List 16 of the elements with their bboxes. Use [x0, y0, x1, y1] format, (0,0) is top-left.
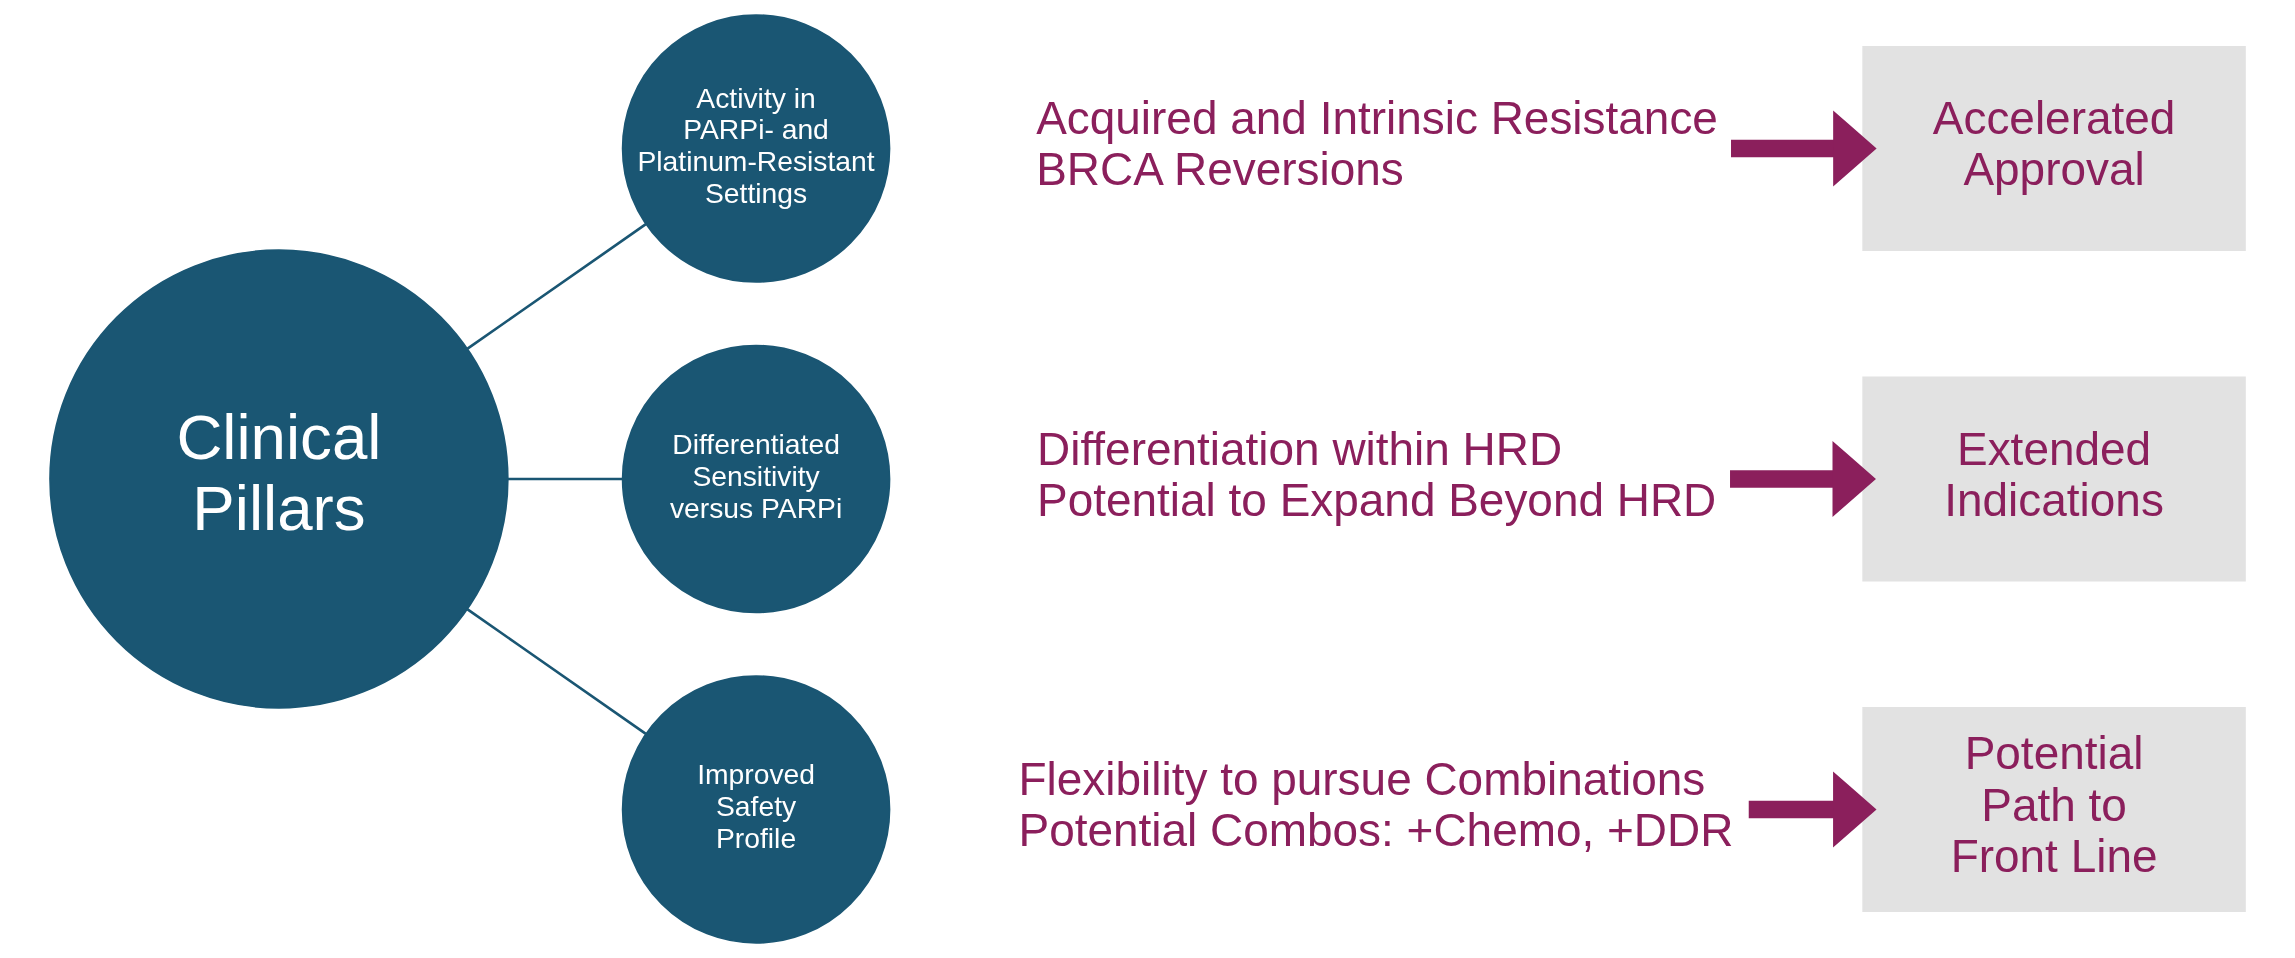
arrow [1730, 440, 1876, 518]
connector [466, 223, 647, 350]
node-box: Accelerated Approval [1862, 46, 2246, 252]
node-circle: Improved Safety Profile [621, 675, 891, 944]
node-circle: Clinical Pillars [49, 249, 509, 709]
node-box: Extended Indications [1862, 376, 2246, 582]
node-text: Acquired and Intrinsic Resistance BRCA Reversions [1036, 92, 1718, 196]
arrow [1748, 771, 1877, 848]
node-text: Flexibility to pursue Combinations Potential Combos: +Chemo, +DDR [1018, 752, 1734, 857]
node-circle: Differentiated Sensitivity versus PARPi [621, 344, 891, 614]
connector [507, 477, 623, 481]
node-box: Potential Path to Front Line [1862, 706, 2246, 912]
connector [466, 608, 647, 735]
arrow [1731, 110, 1877, 187]
node-text: Differentiation within HRD Potential to Expand Beyond HRD [1037, 422, 1717, 526]
node-circle: Activity in PARPi- and Platinum-Resistant Settings [621, 14, 891, 283]
